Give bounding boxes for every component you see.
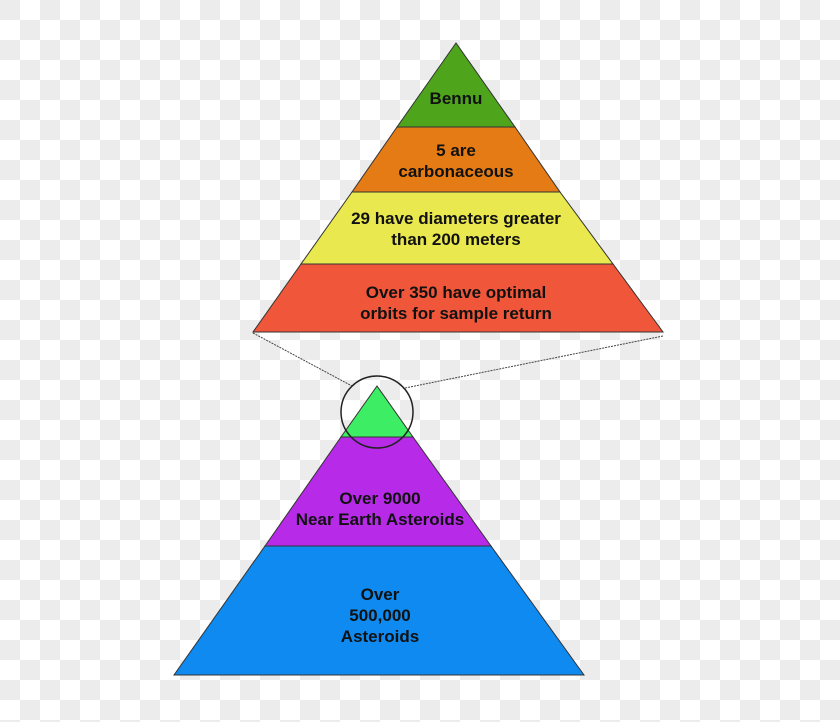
label-orbits: Over 350 have optimal orbits for sample … xyxy=(360,283,552,323)
top-level-bennu xyxy=(396,42,516,128)
top-pyramid xyxy=(252,42,664,333)
bottom-level-tip xyxy=(340,385,414,438)
label-diameters: 29 have diameters greater than 200 meter… xyxy=(351,209,561,249)
zoom-connector-right xyxy=(404,335,664,389)
bottom-pyramid xyxy=(173,385,585,676)
bottom-level-all-asteroids xyxy=(173,545,585,676)
label-all-asteroids: Over 500,000 Asteroids xyxy=(340,585,420,646)
label-near-earth: Over 9000 Near Earth Asteroids xyxy=(295,489,465,529)
zoom-circle xyxy=(340,375,414,449)
label-bennu: Bennu xyxy=(429,89,483,108)
zoom-connector-left xyxy=(252,332,353,387)
label-carbonaceous: 5 are carbonaceous xyxy=(398,141,514,181)
top-level-orbits xyxy=(252,263,664,333)
